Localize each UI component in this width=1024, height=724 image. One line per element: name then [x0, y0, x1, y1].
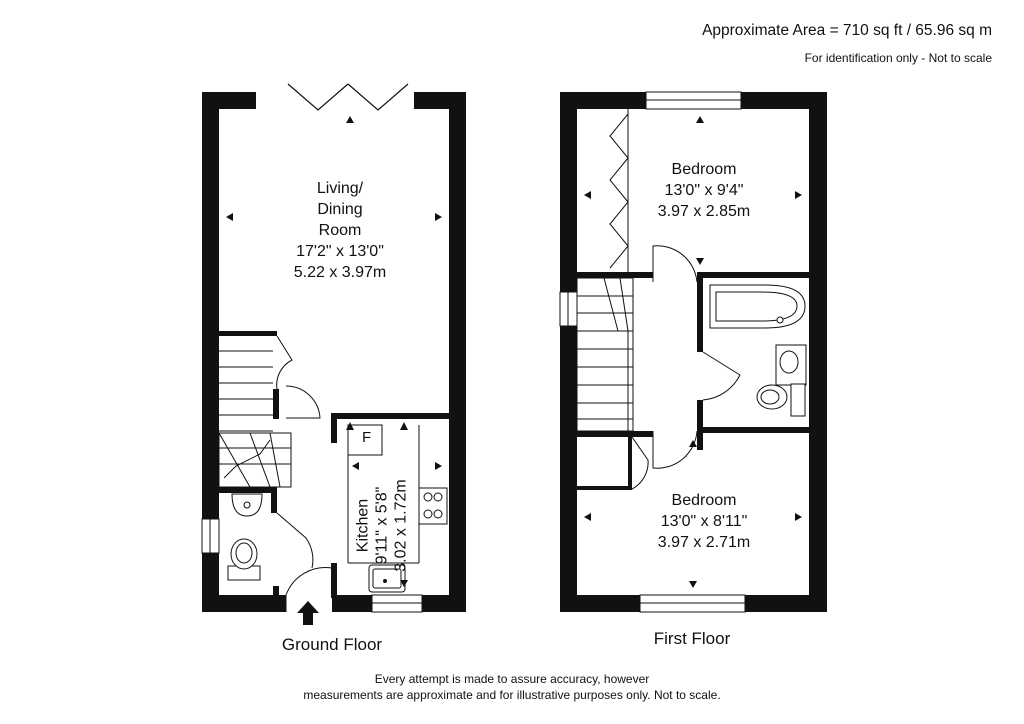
- wc-window: [201, 518, 220, 554]
- kitchen-label: Kitchen 9'11" x 5'8" 3.02 x 1.72m: [354, 448, 411, 604]
- ground-floor-doors: [276, 335, 333, 612]
- bedroom-2-imperial-size: 13'0" x 8'11": [660, 513, 748, 530]
- first-floor-stairs: [576, 277, 634, 432]
- fridge-label: F: [362, 429, 372, 446]
- bedroom-1-name: Bedroom: [671, 161, 737, 178]
- first-floor-dimension-arrows: [584, 116, 802, 588]
- living-dining-room-label: Living/ Dining Room 17'2" x 13'0" 5.22 x…: [270, 178, 410, 283]
- ground-floor-plan: [201, 83, 466, 625]
- living-name-line3: Room: [318, 222, 362, 239]
- wc-fixtures: [227, 493, 263, 581]
- ground-floor-label: Ground Floor: [281, 635, 383, 654]
- living-name-line1: Living/: [316, 180, 364, 197]
- kitchen-metric-size: 3.02 x 1.72m: [392, 479, 410, 572]
- disclaimer-line2: measurements are approximate and for ill…: [303, 688, 721, 702]
- approximate-area: Approximate Area = 710 sq ft / 65.96 sq …: [702, 22, 992, 39]
- wardrobe: [609, 109, 629, 272]
- living-name-line2: Dining: [317, 201, 363, 218]
- first-floor-label: First Floor: [653, 629, 731, 648]
- disclaimer: Every attempt is made to assure accuracy…: [212, 671, 812, 703]
- living-imperial-size: 17'2" x 13'0": [296, 243, 384, 260]
- ground-floor-internal-walls: [219, 331, 449, 598]
- bedroom-2-metric-size: 3.97 x 2.71m: [657, 534, 751, 551]
- first-floor-doors: [631, 245, 741, 490]
- first-floor-outer-walls: [560, 92, 827, 612]
- bedroom-2-label: Bedroom 13'0" x 8'11" 3.97 x 2.71m: [624, 490, 784, 553]
- kitchen-window: [371, 594, 423, 613]
- kitchen-fixtures: [347, 424, 448, 593]
- identification-note: For identification only - Not to scale: [804, 51, 992, 65]
- bathroom-fixtures: [709, 284, 807, 417]
- kitchen-imperial-size: 9'11" x 5'8": [373, 486, 391, 565]
- kitchen-name: Kitchen: [354, 498, 372, 553]
- ground-floor-outer-walls: [202, 92, 466, 612]
- first-floor-internal-walls: [577, 272, 809, 490]
- living-metric-size: 5.22 x 3.97m: [293, 264, 387, 281]
- bedroom-1-imperial-size: 13'0" x 9'4": [664, 182, 744, 199]
- first-floor-plan: [559, 91, 827, 613]
- bifold-doors: [287, 83, 409, 111]
- entrance-arrow-icon: [297, 601, 319, 625]
- ground-floor-stairs: [218, 350, 292, 488]
- disclaimer-line1: Every attempt is made to assure accuracy…: [374, 672, 650, 686]
- bedroom-1-label: Bedroom 13'0" x 9'4" 3.97 x 2.85m: [634, 159, 774, 222]
- bedroom-1-metric-size: 3.97 x 2.85m: [657, 203, 751, 220]
- first-floor-windows: [559, 91, 746, 613]
- ground-floor-dimension-arrows: [226, 116, 442, 587]
- bedroom-2-name: Bedroom: [671, 492, 737, 509]
